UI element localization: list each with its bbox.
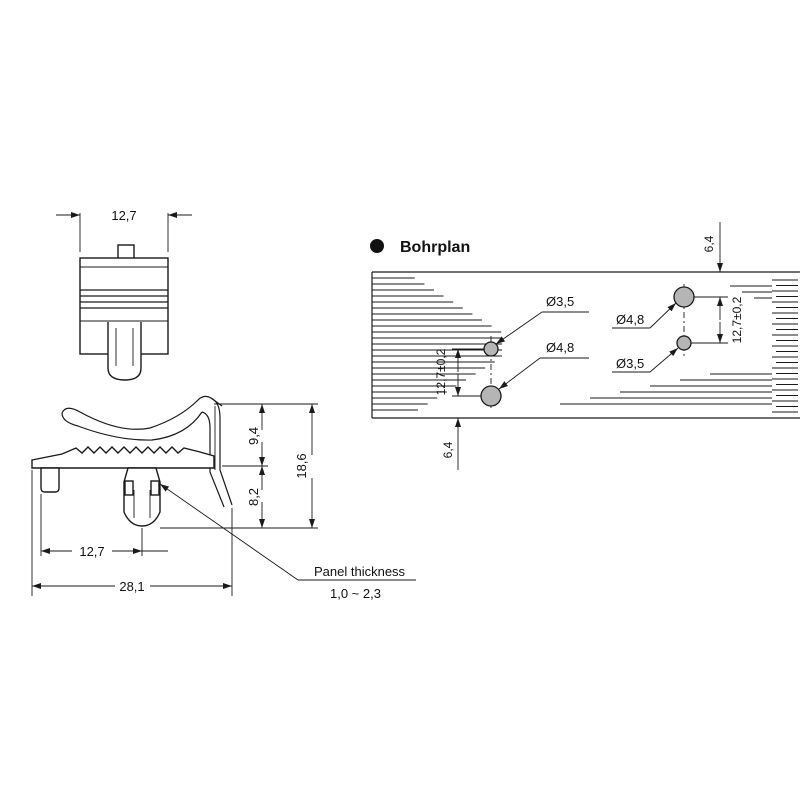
snap-clip-barb-left (124, 480, 134, 496)
spring-arm-outer (61, 395, 223, 430)
snap-clip-barb-right (150, 480, 160, 496)
dim-lower-height: 8,2 (246, 488, 261, 506)
dim-total-length: 28,1 (119, 579, 144, 594)
label-hole-left-lower: Ø4,8 (546, 340, 574, 355)
label-hole-right-lower: Ø3,5 (616, 356, 644, 371)
top-view-nub (117, 244, 135, 260)
panel-thickness-label: Panel thickness (314, 564, 406, 579)
panel-leader-line (159, 483, 299, 581)
locating-pin (40, 467, 60, 493)
top-width-dim: 12,7 (111, 208, 136, 223)
dim-left-spacing: 12,7±0,2 (434, 348, 448, 395)
drilling-plan: Bohrplan 12,7±0,2 6,4 Ø3,5 (370, 222, 800, 470)
hook-outer (210, 397, 233, 506)
snap-clip-body (123, 467, 161, 527)
label-hole-left-upper: Ø3,5 (546, 294, 574, 309)
spring-arm-inner (61, 411, 203, 441)
hole-left-large (480, 385, 502, 407)
hole-right-small (676, 335, 692, 351)
hole-right-large (673, 286, 695, 308)
panel-hatch-right (560, 279, 798, 413)
dim-total-height: 18,6 (294, 453, 309, 478)
dim-pin-offset: 12,7 (79, 544, 104, 559)
base-plate-toothed (31, 446, 215, 469)
dim-edge-bottom: 6,4 (441, 441, 455, 458)
hook-inner (201, 411, 225, 508)
dim-upper-height: 9,4 (246, 427, 261, 445)
side-view: 9,4 8,2 18,6 12,7 28,1 Panel thickness 1… (31, 395, 416, 601)
dim-edge-top: 6,4 (702, 235, 716, 252)
top-view: 12,7 (56, 208, 192, 381)
bullet-icon (370, 239, 384, 253)
hole-left-small (483, 341, 499, 357)
label-hole-right-upper: Ø4,8 (616, 312, 644, 327)
top-view-clip-leg (107, 322, 142, 381)
drilling-plan-title: Bohrplan (400, 239, 470, 256)
panel-thickness-range: 1,0 ~ 2,3 (330, 586, 381, 601)
dim-right-spacing: 12,7±0,2 (730, 296, 744, 343)
